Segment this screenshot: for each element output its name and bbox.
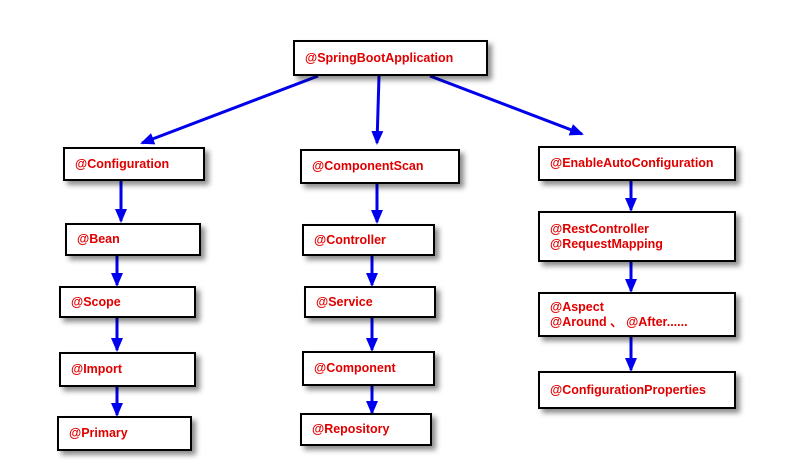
- node-label-line-2: @RequestMapping: [550, 236, 663, 251]
- node-componentscan: @ComponentScan: [300, 149, 460, 184]
- arrow-root-to-componentscan: [371, 75, 384, 145]
- node-repository: @Repository: [300, 413, 432, 446]
- node-configuration: @Configuration: [63, 147, 205, 181]
- node-restcontroller-requestmapping: @RestController @RequestMapping: [538, 211, 736, 262]
- arrow-root-to-configuration: [140, 74, 319, 145]
- node-enableautoconfiguration: @EnableAutoConfiguration: [538, 146, 736, 181]
- node-label: @ConfigurationProperties: [550, 382, 706, 397]
- node-label: @SpringBootApplication: [305, 50, 454, 65]
- node-label: @Repository: [312, 422, 390, 436]
- node-aspect-around-after: @Aspect @Around 、 @After......: [538, 292, 736, 337]
- node-service: @Service: [304, 286, 436, 318]
- node-label: @EnableAutoConfiguration: [550, 156, 714, 170]
- arrow-root-to-enableautoconfiguration: [429, 74, 584, 136]
- node-label: @Configuration: [75, 156, 170, 171]
- node-label: @Import: [71, 362, 123, 376]
- node-label: @Controller: [314, 232, 386, 247]
- node-label: @Primary: [69, 426, 128, 440]
- node-primary: @Primary: [57, 416, 192, 451]
- node-label: @Bean: [77, 232, 120, 246]
- node-label: @ComponentScan: [312, 159, 424, 173]
- node-label-line-1: @RestController: [550, 221, 650, 236]
- node-configurationproperties: @ConfigurationProperties: [538, 371, 736, 409]
- node-label-line-1: @Aspect: [550, 299, 604, 314]
- node-label-line-2: @Around 、 @After......: [550, 314, 688, 329]
- node-component: @Component: [302, 351, 435, 386]
- node-label: @Component: [314, 361, 396, 375]
- node-import: @Import: [59, 352, 196, 387]
- node-label: @Scope: [71, 294, 121, 309]
- node-scope: @Scope: [59, 286, 196, 318]
- node-bean: @Bean: [65, 223, 201, 256]
- node-springbootapplication: @SpringBootApplication: [293, 40, 488, 76]
- node-controller: @Controller: [302, 224, 435, 256]
- node-label: @Service: [316, 294, 373, 309]
